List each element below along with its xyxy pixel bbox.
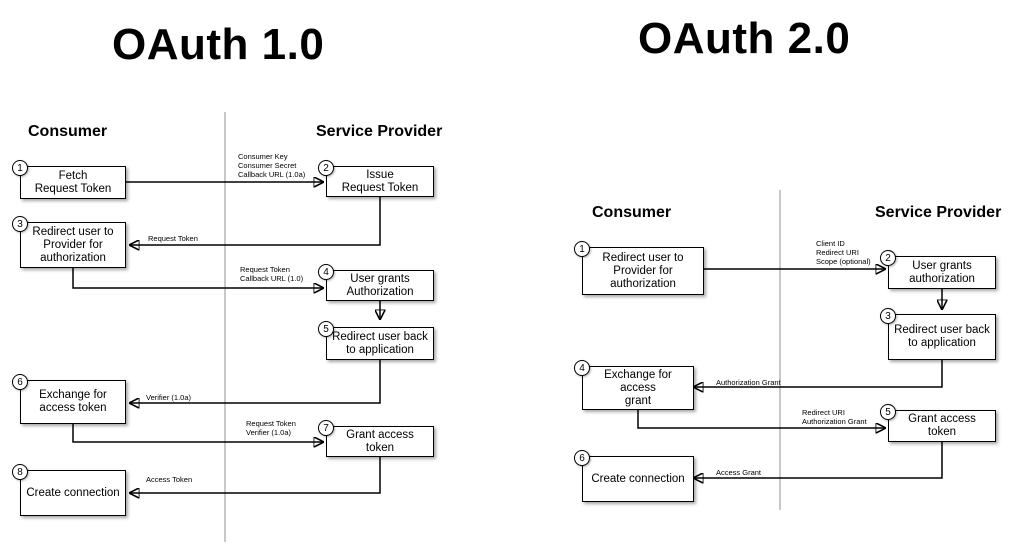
oauth1-step-6-badge: 6 — [12, 374, 28, 390]
oauth1-step-2-box: Issue Request Token — [326, 166, 434, 197]
oauth1-step-8-badge: 8 — [12, 464, 28, 480]
oauth1-arrows — [72, 0, 512, 546]
oauth1-step-3-box: Redirect user to Provider for authorizat… — [20, 222, 126, 268]
oauth1-step-1-box: Fetch Request Token — [20, 166, 126, 199]
oauth1-title: OAuth 1.0 — [112, 20, 325, 69]
oauth2-step-3-badge: 3 — [880, 308, 896, 324]
oauth1-step-1-badge: 1 — [12, 160, 28, 176]
oauth2-msg-authorization-grant: Authorization Grant — [716, 378, 781, 387]
oauth1-msg-request-token-callback: Request Token Callback URL (1.0) — [240, 265, 304, 283]
oauth1-step-8-box: Create connection — [20, 470, 126, 516]
oauth2-step-2-badge: 2 — [880, 250, 896, 266]
oauth1-step-5-badge: 5 — [318, 321, 334, 337]
oauth2-arrows — [637, 0, 1024, 546]
oauth2-provider-heading: Service Provider — [875, 204, 1002, 221]
oauth2-step-2-box: User grants authorization — [888, 256, 996, 289]
oauth1-step-2-badge: 2 — [318, 160, 334, 176]
oauth1-msg-access-token: Access Token — [146, 475, 193, 484]
arrow-6-to-7 — [72, 424, 323, 442]
oauth2-step-4-box: Exchange for access grant — [582, 366, 694, 410]
oauth2-step-1-box: Redirect user to Provider for authorizat… — [582, 247, 704, 295]
oauth1-msg-request-token-verifier: Request Token Verifier (1.0a) — [246, 419, 296, 437]
oauth1-step-3-badge: 3 — [12, 216, 28, 232]
arrow-4-to-5 — [637, 410, 885, 428]
oauth2-divider — [779, 190, 781, 510]
oauth2-msg-redirect-uri-grant: Redirect URI Authorization Grant — [802, 408, 867, 426]
oauth1-step-6-box: Exchange for access token — [20, 380, 126, 424]
oauth2-step-6-box: Create connection — [582, 456, 694, 502]
oauth1-msg-verifier: Verifier (1.0a) — [146, 393, 192, 402]
oauth2-step-3-box: Redirect user back to application — [888, 314, 996, 360]
oauth1-step-4-box: User grants Authorization — [326, 270, 434, 301]
arrow-3-to-4 — [72, 268, 323, 288]
oauth1-step-7-box: Grant access token — [326, 426, 434, 457]
oauth2-step-4-badge: 4 — [574, 360, 590, 376]
oauth1-step-4-badge: 4 — [318, 264, 334, 280]
oauth2-step-6-badge: 6 — [574, 450, 590, 466]
oauth1-provider-heading: Service Provider — [316, 123, 443, 140]
oauth2-consumer-heading: Consumer — [592, 204, 672, 221]
oauth1-divider — [224, 112, 226, 542]
oauth1-consumer-heading: Consumer — [28, 123, 108, 140]
oauth1-msg-consumer-credentials: Consumer Key Consumer Secret Callback UR… — [238, 152, 306, 179]
arrow-3-to-4 — [694, 360, 943, 387]
oauth2-step-5-box: Grant access token — [888, 410, 996, 442]
arrow-5-to-6 — [130, 360, 381, 403]
arrow-7-to-8 — [130, 457, 381, 493]
oauth1-step-5-box: Redirect user back to application — [326, 327, 434, 360]
oauth2-msg-access-grant: Access Grant — [716, 468, 762, 477]
oauth2-step-5-badge: 5 — [880, 404, 896, 420]
arrow-5-to-6 — [694, 442, 943, 478]
oauth2-title: OAuth 2.0 — [638, 14, 851, 63]
oauth1-step-7-badge: 7 — [318, 420, 334, 436]
oauth2-msg-client-credentials: Client ID Redirect URI Scope (optional) — [816, 239, 871, 266]
oauth1-panel: OAuth 1.0 Consumer Service Provider Fetc… — [12, 0, 512, 546]
oauth2-panel: OAuth 2.0 Consumer Service Provider Redi… — [512, 0, 1024, 546]
oauth1-msg-request-token: Request Token — [148, 234, 198, 243]
arrow-2-to-3 — [130, 197, 381, 245]
oauth2-step-1-badge: 1 — [574, 241, 590, 257]
